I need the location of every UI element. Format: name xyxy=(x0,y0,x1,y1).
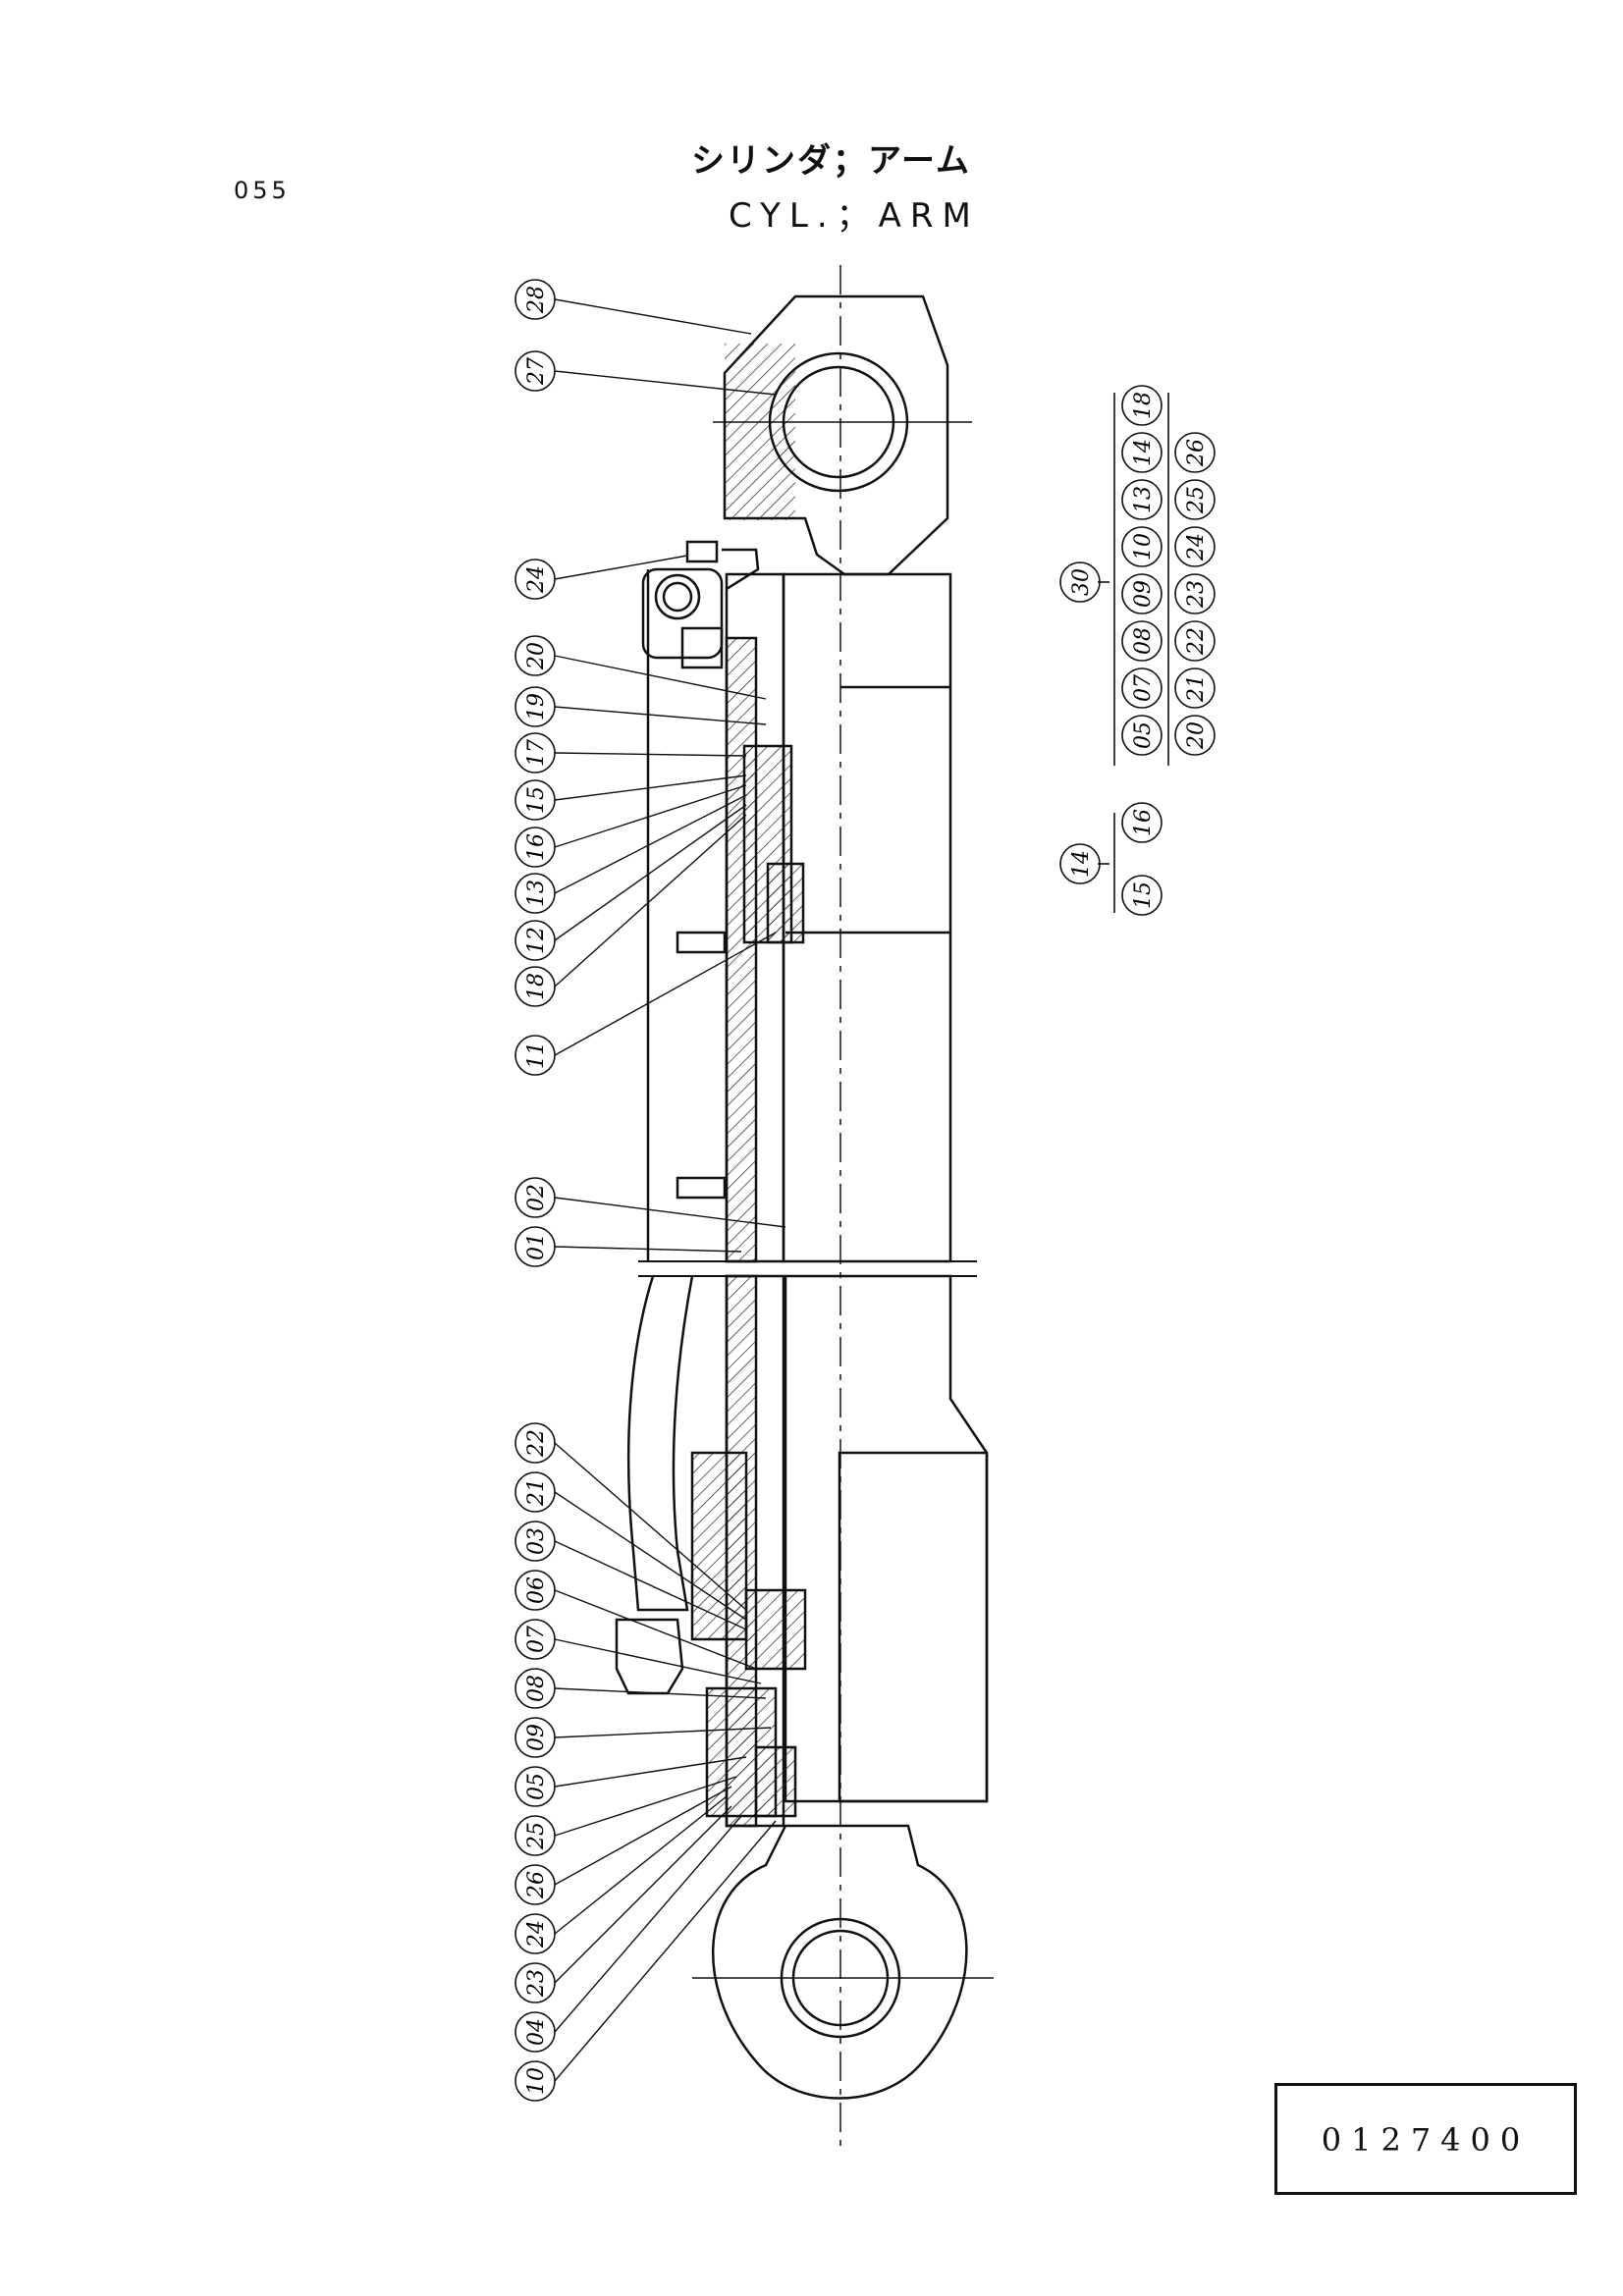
callout-label: 10 xyxy=(524,2067,549,2095)
callout-circle xyxy=(514,2011,556,2053)
svg-text:08: 08 xyxy=(1131,627,1156,655)
callout-circle xyxy=(514,279,556,320)
svg-text:10: 10 xyxy=(1131,533,1156,561)
callout-circle xyxy=(514,1035,556,1076)
callout-circle xyxy=(514,1864,556,1905)
svg-text:05: 05 xyxy=(1131,721,1156,749)
svg-text:25: 25 xyxy=(1184,486,1209,514)
callout-label: 09 xyxy=(524,1724,549,1751)
callout-circle xyxy=(514,350,556,392)
callout-circle xyxy=(514,1570,556,1611)
svg-text:20: 20 xyxy=(1184,721,1209,750)
svg-text:22: 22 xyxy=(1184,627,1209,656)
callout-circle xyxy=(514,1668,556,1709)
left-callouts-top xyxy=(514,279,556,2102)
callout-circle xyxy=(514,686,556,727)
callout-circle xyxy=(514,635,556,676)
document-number-box: 0127400 xyxy=(1274,2083,1577,2195)
kit-30-group xyxy=(1059,385,1216,766)
callout-label: 01 xyxy=(524,1233,549,1260)
callout-label: 22 xyxy=(524,1429,549,1458)
kit-14-labels: 14 16 15 xyxy=(1069,809,1156,909)
callout-circle xyxy=(514,1471,556,1513)
title-english: CYL.；ARM xyxy=(729,196,980,236)
callout-circle xyxy=(514,2060,556,2102)
document-number: 0127400 xyxy=(1321,2121,1531,2159)
callout-label: 20 xyxy=(524,642,549,670)
callout-label: 21 xyxy=(524,1478,549,1507)
svg-text:15: 15 xyxy=(1131,881,1156,909)
callout-label: 18 xyxy=(524,973,549,1000)
svg-text:23: 23 xyxy=(1184,580,1209,609)
callout-circle xyxy=(514,779,556,821)
callout-label: 12 xyxy=(524,927,549,954)
kit-30-labels: 30 18 14 13 10 09 08 07 05 26 25 24 23 2… xyxy=(1069,392,1209,750)
callout-label: 28 xyxy=(524,286,549,314)
left-callout-labels: 28 27 24 20 19 17 15 16 13 12 18 11 02 0… xyxy=(524,286,549,2095)
svg-text:21: 21 xyxy=(1184,674,1209,703)
callout-circle xyxy=(514,920,556,961)
callout-label: 11 xyxy=(524,1041,549,1069)
callout-circle xyxy=(514,966,556,1007)
callout-label: 19 xyxy=(524,693,549,721)
callout-circle xyxy=(514,1717,556,1758)
callout-circle xyxy=(514,873,556,914)
title-japanese: シリンダ；アーム xyxy=(691,141,971,181)
svg-text:07: 07 xyxy=(1131,674,1156,702)
callout-label: 13 xyxy=(524,880,549,907)
callout-label: 07 xyxy=(524,1626,549,1653)
callout-label: 05 xyxy=(524,1773,549,1800)
callout-label: 03 xyxy=(524,1527,549,1555)
leader-lines xyxy=(554,298,786,2082)
callout-label: 02 xyxy=(524,1184,549,1211)
callout-label: 06 xyxy=(524,1576,549,1604)
page-code: 055 xyxy=(234,177,291,204)
callout-circle xyxy=(514,1619,556,1660)
callout-circle xyxy=(514,1766,556,1807)
kit-14-group xyxy=(1059,802,1163,916)
callout-circle xyxy=(514,1962,556,2003)
callout-label: 04 xyxy=(524,2018,549,2046)
callout-label: 08 xyxy=(524,1675,549,1702)
callout-circle xyxy=(514,1913,556,1954)
svg-text:26: 26 xyxy=(1184,439,1209,467)
callout-label: 25 xyxy=(524,1822,549,1850)
svg-text:24: 24 xyxy=(1184,533,1209,561)
callout-circle xyxy=(514,827,556,868)
callout-circle xyxy=(514,1521,556,1562)
callout-label: 17 xyxy=(524,739,549,767)
svg-text:09: 09 xyxy=(1131,580,1156,608)
callout-circle xyxy=(514,1226,556,1267)
callout-label: 24 xyxy=(524,1920,549,1949)
callout-label: 15 xyxy=(524,786,549,814)
svg-text:18: 18 xyxy=(1131,392,1156,419)
callout-circle xyxy=(514,1815,556,1856)
svg-text:14: 14 xyxy=(1131,439,1156,466)
cylinder-outline xyxy=(615,265,994,2150)
callout-label: 23 xyxy=(524,1969,549,1998)
callout-circle xyxy=(514,1422,556,1464)
kit-30-label: 30 xyxy=(1069,568,1094,596)
callout-circle xyxy=(514,732,556,774)
callout-label: 16 xyxy=(524,833,549,861)
svg-text:13: 13 xyxy=(1131,486,1156,513)
callout-circle xyxy=(514,1177,556,1218)
callout-label: 24 xyxy=(524,565,549,594)
callout-label: 26 xyxy=(524,1871,549,1899)
svg-text:16: 16 xyxy=(1131,809,1156,836)
callout-label: 27 xyxy=(524,357,549,386)
kit-14-label: 14 xyxy=(1069,850,1094,878)
callout-circle xyxy=(514,559,556,600)
